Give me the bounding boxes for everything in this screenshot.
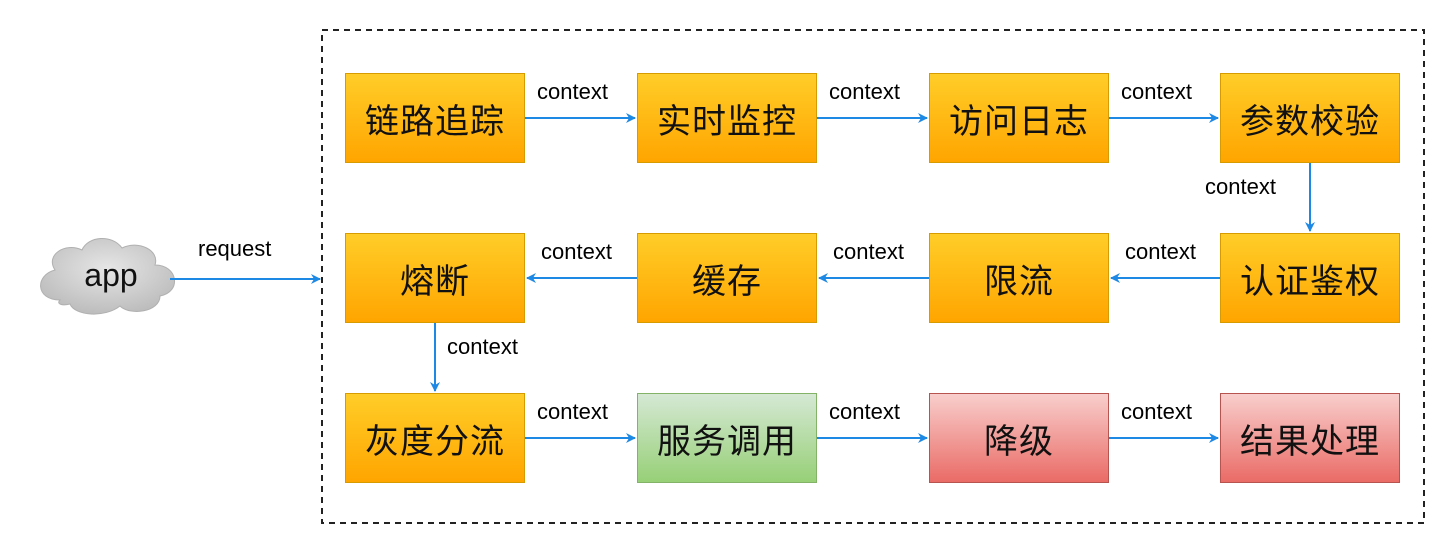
edge-label-service-call-to-degrade: context — [829, 399, 900, 424]
node-gray-release: 灰度分流 — [345, 393, 525, 483]
pipeline-container — [321, 29, 1425, 524]
node-trace: 链路追踪 — [345, 73, 525, 163]
edge-label-degrade-to-result: context — [1121, 399, 1192, 424]
edge-label-trace-to-monitor: context — [537, 79, 608, 104]
edge-label-gray-release-to-service-call: context — [537, 399, 608, 424]
node-auth: 认证鉴权 — [1220, 233, 1400, 323]
node-service-call: 服务调用 — [637, 393, 817, 483]
node-degrade: 降级 — [929, 393, 1109, 483]
edge-label-monitor-to-access-log: context — [829, 79, 900, 104]
edge-label-cache-to-circuit-breaker: context — [541, 239, 612, 264]
edge-label-param-check-to-auth: context — [1205, 174, 1276, 199]
node-param-check: 参数校验 — [1220, 73, 1400, 163]
node-access-log: 访问日志 — [929, 73, 1109, 163]
node-circuit-breaker: 熔断 — [345, 233, 525, 323]
edge-label-rate-limit-to-cache: context — [833, 239, 904, 264]
node-result: 结果处理 — [1220, 393, 1400, 483]
edge-label-access-log-to-param-check: context — [1121, 79, 1192, 104]
app-label: app — [84, 256, 138, 293]
request-label: request — [198, 236, 272, 261]
edge-label-auth-to-rate-limit: context — [1125, 239, 1196, 264]
cloud-shape — [40, 238, 176, 315]
edge-label-circuit-breaker-to-gray-release: context — [447, 334, 518, 359]
node-monitor: 实时监控 — [637, 73, 817, 163]
node-cache: 缓存 — [637, 233, 817, 323]
node-rate-limit: 限流 — [929, 233, 1109, 323]
